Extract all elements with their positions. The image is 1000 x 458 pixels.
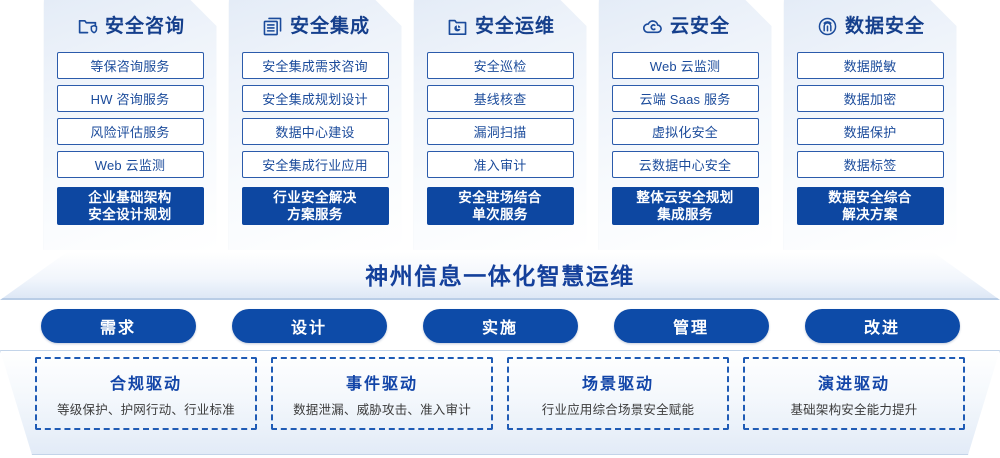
highlight-line-2: 集成服务 (657, 207, 713, 222)
capability-item[interactable]: 安全集成行业应用 (242, 151, 389, 178)
highlight-line-1: 企业基础架构 (88, 190, 172, 205)
capability-highlight[interactable]: 行业安全解决 方案服务 (242, 187, 389, 225)
driver-description: 行业应用综合场景安全赋能 (541, 402, 695, 417)
capability-column-cloud-security[interactable]: 云安全 Web 云监测 云端 Saas 服务 虚拟化安全 云数据中心安全 整体云… (599, 0, 772, 250)
capability-item[interactable]: Web 云监测 (57, 151, 204, 178)
highlight-line-1: 数据安全综合 (828, 190, 912, 205)
column-header: 安全咨询 (44, 0, 217, 52)
column-title: 数据安全 (844, 15, 925, 37)
capability-item[interactable]: 虚拟化安全 (612, 118, 759, 145)
column-title: 安全咨询 (104, 15, 185, 37)
lifecycle-stages: 需求 设计 实施 管理 改进 (0, 309, 1000, 343)
cloud-icon (642, 16, 663, 37)
driver-title: 场景驱动 (581, 375, 654, 393)
highlight-line-2: 安全设计规划 (88, 207, 172, 222)
driver-description: 基础架构安全能力提升 (790, 402, 918, 417)
capability-item[interactable]: 安全集成需求咨询 (242, 52, 389, 79)
column-items: 安全巡检 基线核查 漏洞扫描 准入审计 安全驻场结合 单次服务 (414, 52, 587, 225)
folder-shield-icon (77, 16, 98, 37)
column-header: 数据安全 (784, 0, 957, 52)
capability-item[interactable]: HW 咨询服务 (57, 85, 204, 112)
stacked-documents-icon (262, 16, 283, 37)
capability-item[interactable]: 安全巡检 (427, 52, 574, 79)
folder-chart-icon (447, 16, 468, 37)
capability-highlight[interactable]: 安全驻场结合 单次服务 (427, 187, 574, 225)
capability-highlight[interactable]: 企业基础架构 安全设计规划 (57, 187, 204, 225)
capability-item[interactable]: 安全集成规划设计 (242, 85, 389, 112)
column-header: 安全运维 (414, 0, 587, 52)
highlight-line-1: 整体云安全规划 (636, 190, 734, 205)
capability-highlight[interactable]: 整体云安全规划 集成服务 (612, 187, 759, 225)
stage-pill-design[interactable]: 设计 (231, 309, 387, 343)
banner-title: 神州信息一体化智慧运维 (365, 263, 635, 289)
banner-shape (0, 252, 1000, 300)
column-header: 云安全 (599, 0, 772, 52)
driver-title: 事件驱动 (345, 375, 418, 393)
stage-pill-management[interactable]: 管理 (613, 309, 769, 343)
capability-column-security-operations[interactable]: 安全运维 安全巡检 基线核查 漏洞扫描 准入审计 安全驻场结合 单次服务 (414, 0, 587, 250)
capability-item[interactable]: 准入审计 (427, 151, 574, 178)
column-title: 安全集成 (289, 15, 370, 37)
column-title: 安全运维 (474, 15, 555, 37)
driver-card-incident[interactable]: 事件驱动 数据泄漏、威胁攻击、准入审计 (271, 357, 493, 430)
column-items: 安全集成需求咨询 安全集成规划设计 数据中心建设 安全集成行业应用 行业安全解决… (229, 52, 402, 225)
capability-column-security-consulting[interactable]: 安全咨询 等保咨询服务 HW 咨询服务 风险评估服务 Web 云监测 企业基础架… (44, 0, 217, 250)
capability-column-data-security[interactable]: 数据安全 数据脱敏 数据加密 数据保护 数据标签 数据安全综合 解决方案 (784, 0, 957, 250)
column-title: 云安全 (669, 15, 730, 37)
highlight-line-2: 方案服务 (287, 207, 343, 222)
highlight-line-2: 单次服务 (472, 207, 528, 222)
stage-pill-implementation[interactable]: 实施 (422, 309, 578, 343)
highlight-line-1: 行业安全解决 (273, 190, 357, 205)
capability-item[interactable]: 基线核查 (427, 85, 574, 112)
driver-title: 合规驱动 (109, 375, 182, 393)
capability-item[interactable]: Web 云监测 (612, 52, 759, 79)
column-items: 数据脱敏 数据加密 数据保护 数据标签 数据安全综合 解决方案 (784, 52, 957, 225)
platform-banner: 神州信息一体化智慧运维 (0, 252, 1000, 300)
drivers-row: 合规驱动 等级保护、护网行动、行业标准 事件驱动 数据泄漏、威胁攻击、准入审计 … (0, 357, 1000, 430)
column-items: 等保咨询服务 HW 咨询服务 风险评估服务 Web 云监测 企业基础架构 安全设… (44, 52, 217, 225)
driver-description: 等级保护、护网行动、行业标准 (57, 402, 235, 417)
fingerprint-icon (817, 16, 838, 37)
column-items: Web 云监测 云端 Saas 服务 虚拟化安全 云数据中心安全 整体云安全规划… (599, 52, 772, 225)
highlight-line-2: 解决方案 (842, 207, 898, 222)
driver-description: 数据泄漏、威胁攻击、准入审计 (293, 402, 471, 417)
stage-pill-requirement[interactable]: 需求 (40, 309, 196, 343)
capability-item[interactable]: 等保咨询服务 (57, 52, 204, 79)
capability-column-security-integration[interactable]: 安全集成 安全集成需求咨询 安全集成规划设计 数据中心建设 安全集成行业应用 行… (229, 0, 402, 250)
stage-pill-improvement[interactable]: 改进 (804, 309, 960, 343)
driver-title: 演进驱动 (817, 375, 890, 393)
drivers-section: 合规驱动 等级保护、护网行动、行业标准 事件驱动 数据泄漏、威胁攻击、准入审计 … (0, 350, 1000, 455)
capability-item[interactable]: 数据中心建设 (242, 118, 389, 145)
driver-card-compliance[interactable]: 合规驱动 等级保护、护网行动、行业标准 (35, 357, 257, 430)
driver-card-evolution[interactable]: 演进驱动 基础架构安全能力提升 (743, 357, 965, 430)
capability-highlight[interactable]: 数据安全综合 解决方案 (797, 187, 944, 225)
capability-item[interactable]: 数据保护 (797, 118, 944, 145)
capability-item[interactable]: 数据标签 (797, 151, 944, 178)
highlight-line-1: 安全驻场结合 (458, 190, 542, 205)
column-header: 安全集成 (229, 0, 402, 52)
capability-item[interactable]: 漏洞扫描 (427, 118, 574, 145)
capability-item[interactable]: 数据脱敏 (797, 52, 944, 79)
driver-card-scenario[interactable]: 场景驱动 行业应用综合场景安全赋能 (507, 357, 729, 430)
capability-item[interactable]: 云数据中心安全 (612, 151, 759, 178)
capability-item[interactable]: 数据加密 (797, 85, 944, 112)
capability-columns: 安全咨询 等保咨询服务 HW 咨询服务 风险评估服务 Web 云监测 企业基础架… (0, 0, 1000, 252)
capability-item[interactable]: 云端 Saas 服务 (612, 85, 759, 112)
capability-item[interactable]: 风险评估服务 (57, 118, 204, 145)
